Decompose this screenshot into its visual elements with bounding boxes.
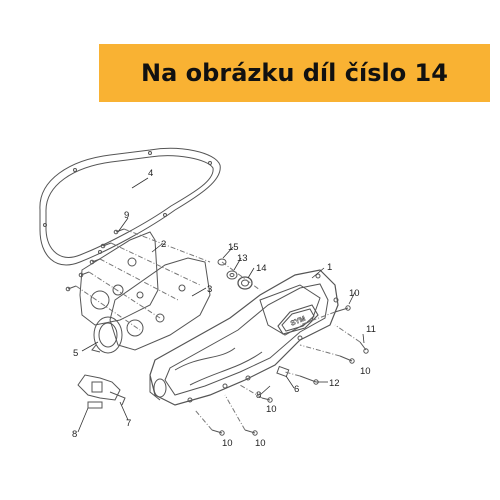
title-banner: Na obrázku díl číslo 14 — [99, 44, 490, 102]
callout-8-b: 8 — [256, 390, 261, 401]
centre-lines — [75, 228, 361, 431]
callout-10-b: 10 — [360, 366, 371, 377]
callout-10-c: 10 — [266, 404, 277, 415]
callout-1: 1 — [327, 262, 332, 273]
callout-leaders — [77, 177, 365, 433]
seal-part-13 — [226, 270, 238, 280]
inner-plate-part-2 — [79, 231, 159, 326]
pulley-cover-part-5 — [91, 316, 123, 354]
bolt-part-12 — [299, 375, 319, 385]
callout-6: 6 — [294, 384, 299, 395]
bolts-part-9 — [65, 228, 125, 292]
oil-seal-part-14 — [237, 276, 253, 290]
callout-13: 13 — [237, 253, 248, 264]
callout-9: 9 — [124, 210, 129, 221]
callout-10-d: 10 — [222, 438, 233, 449]
brand-emblem — [277, 304, 319, 335]
bolts-part-10 — [211, 305, 355, 436]
callout-10-e: 10 — [255, 438, 266, 449]
bracket-part-7 — [77, 374, 126, 406]
washer-part-15 — [217, 258, 227, 266]
callout-14: 14 — [256, 263, 267, 274]
cap-part-8 — [87, 401, 103, 409]
callout-11: 11 — [366, 324, 376, 335]
callout-15: 15 — [228, 242, 239, 253]
callout-5: 5 — [73, 348, 78, 359]
brand-mark-text: SYM — [290, 315, 307, 327]
callout-4: 4 — [148, 168, 153, 179]
gasket-part-4 — [39, 147, 221, 266]
callout-3: 3 — [207, 284, 212, 295]
callout-12: 12 — [329, 378, 340, 389]
callout-2: 2 — [161, 239, 166, 250]
callout-7: 7 — [126, 418, 131, 429]
clip-part-6 — [276, 365, 290, 378]
callout-10-a: 10 — [349, 288, 360, 299]
bolt-part-11 — [359, 341, 369, 354]
crankcase-cover-part-1 — [149, 269, 339, 406]
middle-plate-part-3 — [109, 257, 211, 351]
callout-8-a: 8 — [72, 429, 77, 440]
